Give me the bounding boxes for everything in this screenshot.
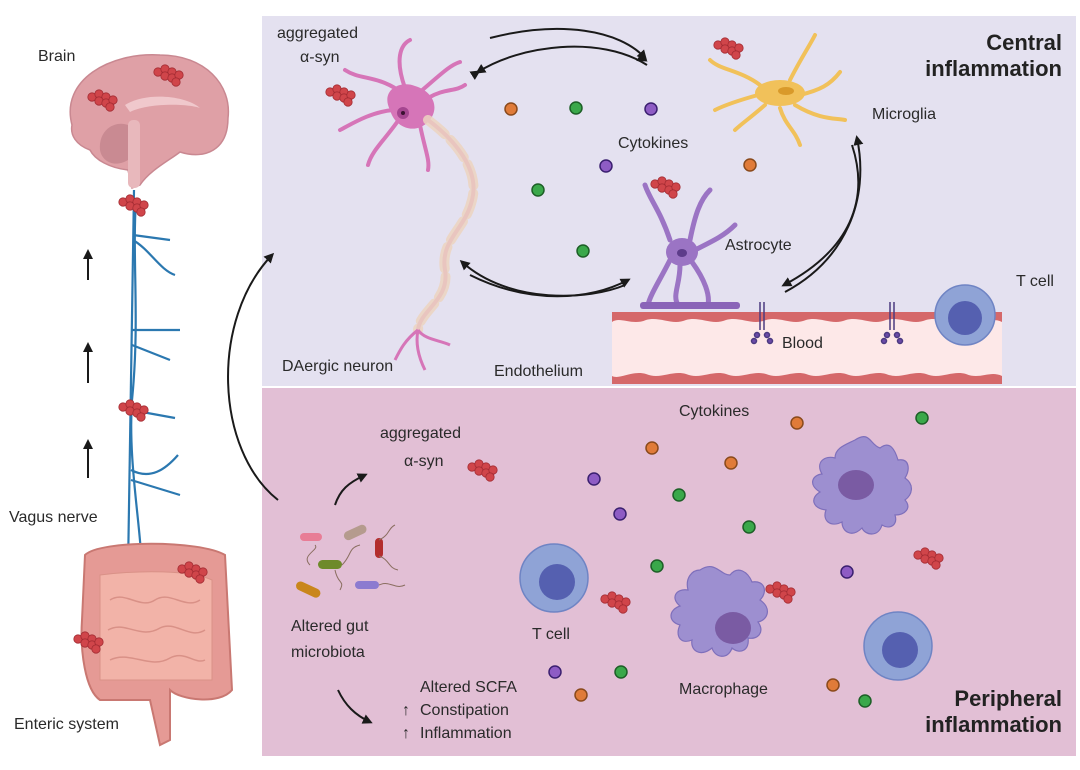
gut-to-brain-arrow [227, 252, 279, 501]
cytokine-dot [613, 507, 627, 521]
central-asyn-label-line2: α-syn [300, 49, 340, 66]
asyn-aggregate [765, 581, 796, 604]
microglia-label: Microglia [872, 106, 937, 123]
intestine-illustration [80, 542, 234, 747]
daergic-neuron [338, 38, 479, 371]
effect-text: Altered SCFA [420, 679, 517, 696]
central-title-line1: Central [986, 30, 1062, 55]
cytokines-layer [504, 101, 929, 708]
effect-item: ↑ Inflammation [402, 724, 517, 744]
cytokine-dot [576, 244, 590, 258]
microbiota-label-line2: microbiota [291, 644, 365, 661]
endothelium-label: Endothelium [494, 363, 583, 380]
gut-effects-list: Altered SCFA ↑ Constipation ↑ Inflammation [402, 678, 517, 744]
macrophage-label: Macrophage [679, 681, 768, 698]
cytokine-dot [574, 688, 588, 702]
asyn-aggregate [913, 547, 944, 570]
peripheral-inflammation-title: Peripheral inflammation [925, 686, 1062, 739]
central-title-line2: inflammation [925, 56, 1062, 82]
macrophage-1 [812, 436, 912, 535]
microglia [708, 33, 847, 147]
peripheral-cytokines-label: Cytokines [679, 403, 750, 420]
astrocyte-label: Astrocyte [725, 237, 792, 254]
blood-vessel [612, 302, 1002, 384]
asyn-aggregate [118, 194, 149, 217]
brain-label: Brain [38, 48, 76, 65]
peripheral-title-line1: Peripheral [954, 686, 1062, 711]
peripheral-panel [262, 388, 1076, 756]
vagus-nerve-label: Vagus nerve [9, 509, 98, 526]
asyn-aggregate [153, 64, 184, 87]
central-interaction-arrows [459, 27, 864, 298]
cytokine-dot [645, 441, 659, 455]
microbiota-label-line1: Altered gut [291, 618, 369, 635]
asyn-aggregate [73, 631, 104, 654]
asyn-aggregate [467, 459, 498, 482]
peripheral-asyn-label-line1: aggregated [380, 425, 461, 442]
cytokine-dot [548, 665, 562, 679]
cytokine-dot [858, 694, 872, 708]
effect-text: Inflammation [420, 725, 512, 742]
peripheral-t-cell-2 [863, 611, 933, 681]
brain-illustration [69, 54, 230, 190]
asyn-aggregates [73, 37, 944, 654]
astrocyte [640, 182, 740, 309]
asyn-aggregate [713, 37, 744, 60]
daergic-neuron-label: DAergic neuron [282, 358, 394, 375]
up-arrow-icon: ↑ [402, 702, 410, 719]
cytokine-dot [672, 488, 686, 502]
effect-item: ↑ Constipation [402, 701, 517, 721]
cytokine-dot [826, 678, 840, 692]
enteric-system-label: Enteric system [14, 716, 119, 733]
peripheral-t-cell-label: T cell [532, 626, 570, 643]
cytokine-dot [724, 456, 738, 470]
asyn-aggregate [650, 176, 681, 199]
cytokine-dot [840, 565, 854, 579]
effect-item: Altered SCFA [402, 678, 517, 698]
peripheral-arrows [334, 473, 373, 724]
central-cytokines-label: Cytokines [618, 135, 689, 152]
central-inflammation-title: Central inflammation [925, 30, 1062, 83]
gut-microbiota-illustration [296, 524, 406, 598]
cytokine-dot [644, 102, 658, 116]
central-t-cell [934, 284, 996, 346]
peripheral-asyn-label-line2: α-syn [404, 453, 444, 470]
central-asyn-label-line1: aggregated [277, 25, 358, 42]
cytokine-dot [569, 101, 583, 115]
vagus-nerve [126, 189, 181, 571]
blood-label: Blood [782, 335, 823, 352]
cytokine-dot [650, 559, 664, 573]
central-t-cell-label: T cell [1016, 273, 1054, 290]
asyn-aggregate [118, 399, 149, 422]
cytokine-dot [790, 416, 804, 430]
asyn-aggregate [600, 591, 631, 614]
cytokine-dot [531, 183, 545, 197]
asyn-aggregate [325, 84, 356, 107]
cytokine-dot [587, 472, 601, 486]
cytokine-dot [614, 665, 628, 679]
asyn-aggregate [87, 89, 118, 112]
macrophage-2 [670, 565, 768, 657]
cytokine-dot [915, 411, 929, 425]
peripheral-title-line2: inflammation [925, 712, 1062, 738]
up-arrow-icon: ↑ [402, 725, 410, 742]
cytokine-dot [599, 159, 613, 173]
asyn-aggregate [177, 561, 208, 584]
peripheral-t-cell-1 [519, 543, 589, 613]
cytokine-dot [504, 102, 518, 116]
cytokine-dot [743, 158, 757, 172]
effect-text: Constipation [420, 702, 509, 719]
cytokine-dot [742, 520, 756, 534]
